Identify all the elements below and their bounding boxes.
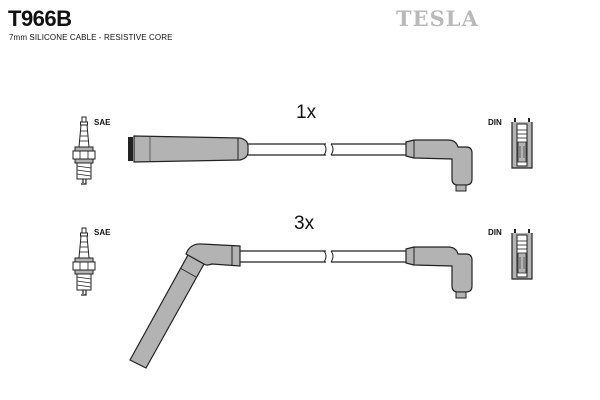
set-1-angled-boot	[405, 139, 473, 192]
set-2-cable	[240, 250, 410, 263]
set-1-assembly	[72, 116, 533, 192]
cable-description: 7mm SILICONE CABLE - RESISTIVE CORE	[9, 33, 173, 42]
set-1-quantity: 1x	[296, 102, 317, 123]
set-1-spark-plug-icon	[72, 116, 96, 185]
part-code: T966B	[8, 6, 72, 31]
set-2-right-label: DIN	[488, 228, 502, 237]
set-2-left-label: SAE	[94, 228, 111, 237]
set-2-angled-left-boot	[129, 243, 241, 369]
set-1-cable	[248, 143, 410, 156]
set-1-din-terminal-icon	[511, 117, 533, 169]
set-2-spark-plug-icon	[72, 227, 96, 296]
brand-logo: TESLA	[396, 6, 479, 31]
set-2-angled-boot	[405, 246, 473, 299]
set-1-left-label: SAE	[94, 118, 111, 127]
set-1-straight-boot	[128, 135, 249, 163]
set-2-assembly	[72, 227, 533, 369]
set-2-din-terminal-icon	[511, 228, 533, 280]
set-1-right-label: DIN	[488, 118, 502, 127]
set-2-quantity: 3x	[294, 213, 315, 234]
